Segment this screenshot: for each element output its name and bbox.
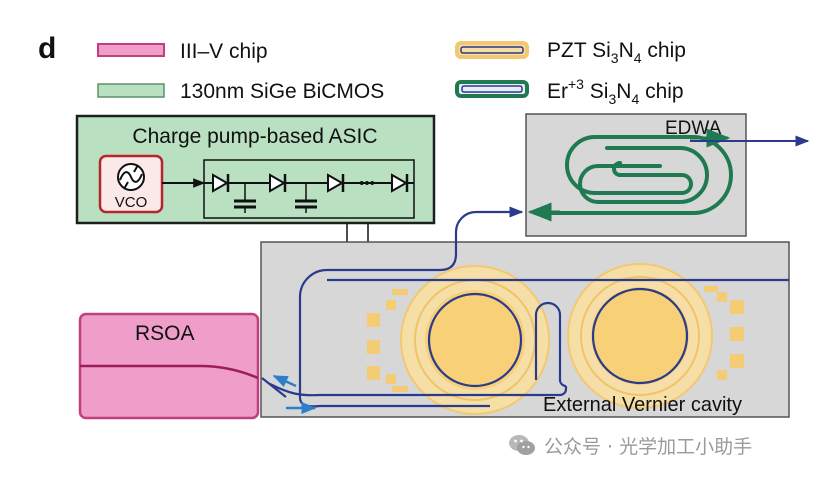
pzt-electrodes-right bbox=[704, 286, 744, 380]
legend: III–V chip 130nm SiGe BiCMOS PZT Si3N4 c… bbox=[97, 39, 686, 107]
legend-label-sige: 130nm SiGe BiCMOS bbox=[180, 80, 384, 103]
pzt-ring-right bbox=[567, 263, 713, 409]
charge-pump-box bbox=[203, 159, 415, 219]
wechat-icon bbox=[509, 435, 535, 455]
panel-label: d bbox=[38, 32, 56, 65]
vco-label: VCO bbox=[115, 194, 148, 211]
capacitor-1-icon bbox=[234, 183, 256, 213]
asic-title: Charge pump-based ASIC bbox=[132, 125, 377, 148]
edwa-block: EDWA bbox=[525, 113, 747, 237]
legend-label-iii-v: III–V chip bbox=[180, 40, 268, 63]
diode-1-icon bbox=[212, 173, 230, 193]
legend-swatch-pzt bbox=[455, 41, 529, 59]
legend-swatch-er bbox=[455, 80, 529, 98]
legend-swatch-sige bbox=[97, 83, 165, 98]
diode-3-icon bbox=[327, 173, 345, 193]
pzt-electrodes-left bbox=[367, 289, 408, 392]
cavity-waveguides bbox=[261, 210, 789, 408]
rsoa-label: RSOA bbox=[135, 322, 195, 345]
watermark: 公众号 · 光学加工小助手 bbox=[508, 430, 808, 460]
diode-4-icon bbox=[391, 173, 409, 193]
legend-label-er: Er+3 Si3N4 chip bbox=[547, 76, 684, 107]
vernier-cavity-chip: External Vernier cavity bbox=[199, 206, 790, 418]
asic-block: Charge pump-based ASIC VCO ••• bbox=[75, 114, 436, 225]
diode-2-icon bbox=[269, 173, 287, 193]
rsoa-waveguide bbox=[80, 364, 259, 380]
pzt-ring-left bbox=[400, 265, 550, 415]
capacitor-2-icon bbox=[295, 183, 317, 213]
watermark-text: 公众号 · 光学加工小助手 bbox=[544, 435, 753, 458]
diode-chain-ellipsis: ••• bbox=[359, 175, 375, 192]
legend-label-pzt: PZT Si3N4 chip bbox=[547, 39, 686, 66]
rsoa-block: RSOA bbox=[78, 312, 260, 420]
cavity-label: External Vernier cavity bbox=[543, 394, 742, 416]
legend-swatch-iii-v bbox=[97, 43, 165, 57]
reflection-arrow bbox=[272, 374, 297, 388]
